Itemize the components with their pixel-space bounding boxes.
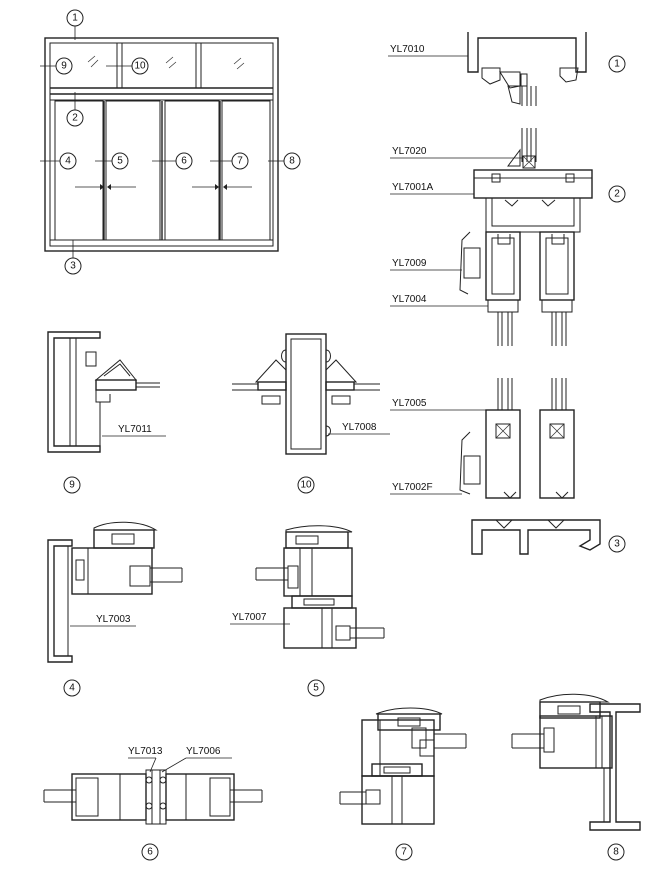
profile-label-yl7008: YL7008	[342, 422, 377, 433]
elevation-callout-1: 1	[66, 9, 84, 27]
elevation-callout-8: 8	[283, 152, 301, 170]
section-head-1: YL7010 1	[388, 32, 626, 106]
profile-label-yl7003: YL7003	[96, 614, 131, 625]
svg-text:10: 10	[134, 61, 146, 72]
svg-text:5: 5	[313, 683, 319, 694]
profile-label-yl7020: YL7020	[392, 146, 427, 157]
profile-label-yl7001a: YL7001A	[392, 182, 433, 193]
elevation-callout-7: 7	[231, 152, 249, 170]
section-6: YL7013 YL7006 6	[43, 746, 263, 861]
profile-label-yl7005: YL7005	[392, 398, 427, 409]
svg-text:6: 6	[147, 847, 153, 858]
section-sill-3: YL7005 YL7002F 3	[390, 378, 626, 555]
svg-text:3: 3	[70, 261, 76, 272]
svg-text:4: 4	[65, 156, 71, 167]
section-8: 8	[511, 693, 641, 861]
svg-text:10: 10	[300, 480, 312, 491]
svg-text:1: 1	[72, 13, 78, 24]
elevation-callout-3: 3	[64, 257, 82, 275]
profile-label-yl7004: YL7004	[392, 294, 427, 305]
svg-text:5: 5	[117, 156, 123, 167]
profile-label-yl7002f: YL7002F	[392, 482, 433, 493]
section-9: YL7011 9	[47, 331, 166, 494]
section-7: 7	[339, 707, 467, 861]
profile-label-yl7010: YL7010	[390, 44, 425, 55]
section-10: YL7008 10	[232, 333, 390, 494]
elevation-callout-6: 6	[175, 152, 193, 170]
elevation-callout-2: 2	[66, 109, 84, 127]
section-sash-top: YL7009 YL7004	[390, 231, 575, 346]
svg-text:2: 2	[72, 113, 78, 124]
svg-text:8: 8	[289, 156, 295, 167]
profile-label-yl7006: YL7006	[186, 746, 221, 757]
section-transom-2: YL7020 YL7001A 2	[390, 128, 626, 233]
profile-label-yl7007: YL7007	[232, 612, 267, 623]
section-4: YL7003 4	[47, 521, 183, 697]
svg-text:1: 1	[614, 59, 620, 70]
svg-text:2: 2	[614, 189, 620, 200]
svg-text:7: 7	[237, 156, 243, 167]
elevation-callout-9: 9	[55, 57, 73, 75]
svg-text:9: 9	[61, 61, 67, 72]
profile-label-yl7013: YL7013	[128, 746, 163, 757]
section-5: YL7007 5	[230, 525, 385, 697]
svg-text:6: 6	[181, 156, 187, 167]
window-elevation: 1 9 10 2 4 5 6 7 8 3	[40, 9, 301, 275]
svg-text:3: 3	[614, 539, 620, 550]
profile-label-yl7009: YL7009	[392, 258, 427, 269]
svg-text:4: 4	[69, 683, 75, 694]
elevation-callout-5: 5	[111, 152, 129, 170]
profile-label-yl7011: YL7011	[118, 424, 152, 435]
svg-text:9: 9	[69, 480, 75, 491]
elevation-callout-4: 4	[59, 152, 77, 170]
elevation-callout-10: 10	[131, 57, 149, 75]
svg-text:8: 8	[613, 847, 619, 858]
svg-text:7: 7	[401, 847, 407, 858]
